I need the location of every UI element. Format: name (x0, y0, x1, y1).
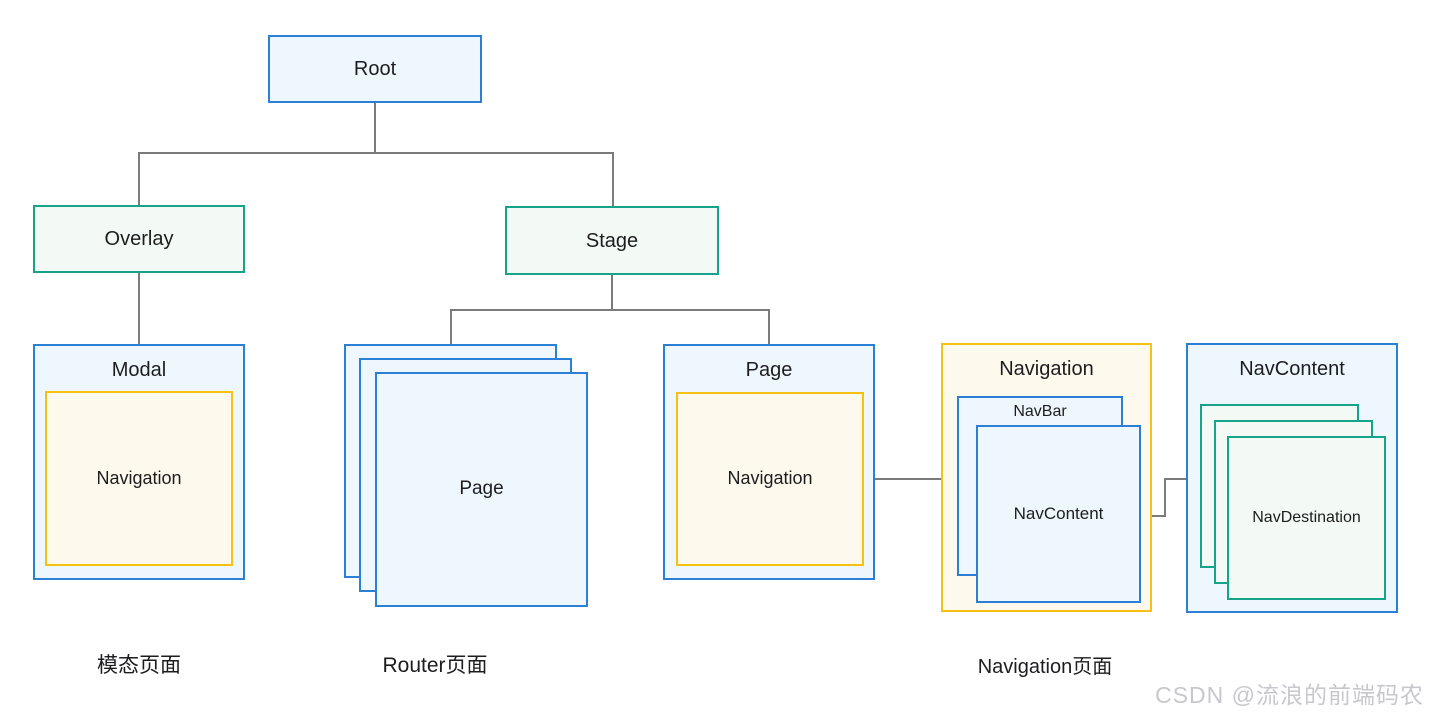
connector-stage-split-drop (611, 275, 613, 310)
connector-overlay-modal (138, 273, 140, 344)
connector-root-drop (374, 103, 376, 153)
caption-navigation-page: Navigation页面 (977, 656, 1113, 678)
node-modal-navigation-label: Navigation (96, 467, 182, 488)
router-page-stack-front: Page (375, 372, 588, 607)
node-modal-navigation: Navigation (45, 391, 233, 566)
connector-page-navigation (864, 478, 942, 480)
node-page-navigation-label: Navigation (727, 468, 813, 489)
connector-overlay-drop (138, 152, 140, 206)
node-root: Root (268, 35, 482, 103)
node-modal-label: Modal (111, 359, 167, 381)
node-overlay-label: Overlay (104, 228, 174, 250)
csdn-watermark: CSDN @流浪的前端码农 (1155, 682, 1424, 708)
connector-page-drop (768, 309, 770, 345)
navdestination-label: NavDestination (1252, 508, 1361, 526)
connector-navcontent-elbow-h1 (1141, 515, 1166, 517)
connector-navcontent-elbow-h2 (1164, 478, 1187, 480)
node-page-navigation: Navigation (676, 392, 864, 566)
node-overlay: Overlay (33, 205, 245, 273)
connector-router-drop (450, 309, 452, 345)
router-page-label: Page (459, 478, 504, 500)
navdestination-stack-front: NavDestination (1227, 436, 1386, 600)
node-stage: Stage (505, 206, 719, 275)
connector-stage-drop (612, 152, 614, 207)
node-navcontent-inner: NavContent (976, 425, 1141, 603)
node-navcontent-inner-label: NavContent (1013, 503, 1104, 523)
node-navcontent-label: NavContent (1239, 358, 1345, 380)
caption-router-page: Router页面 (382, 654, 488, 677)
node-navigation-label: Navigation (999, 358, 1094, 380)
connector-root-branch (138, 152, 614, 154)
node-navbar-label: NavBar (1013, 403, 1067, 420)
connector-stage-branch (450, 309, 770, 311)
node-page-label: Page (745, 359, 793, 381)
node-root-label: Root (353, 58, 397, 80)
caption-modal-page: 模态页面 (97, 654, 181, 677)
node-stage-label: Stage (585, 229, 639, 252)
connector-navcontent-elbow-v (1164, 478, 1166, 517)
